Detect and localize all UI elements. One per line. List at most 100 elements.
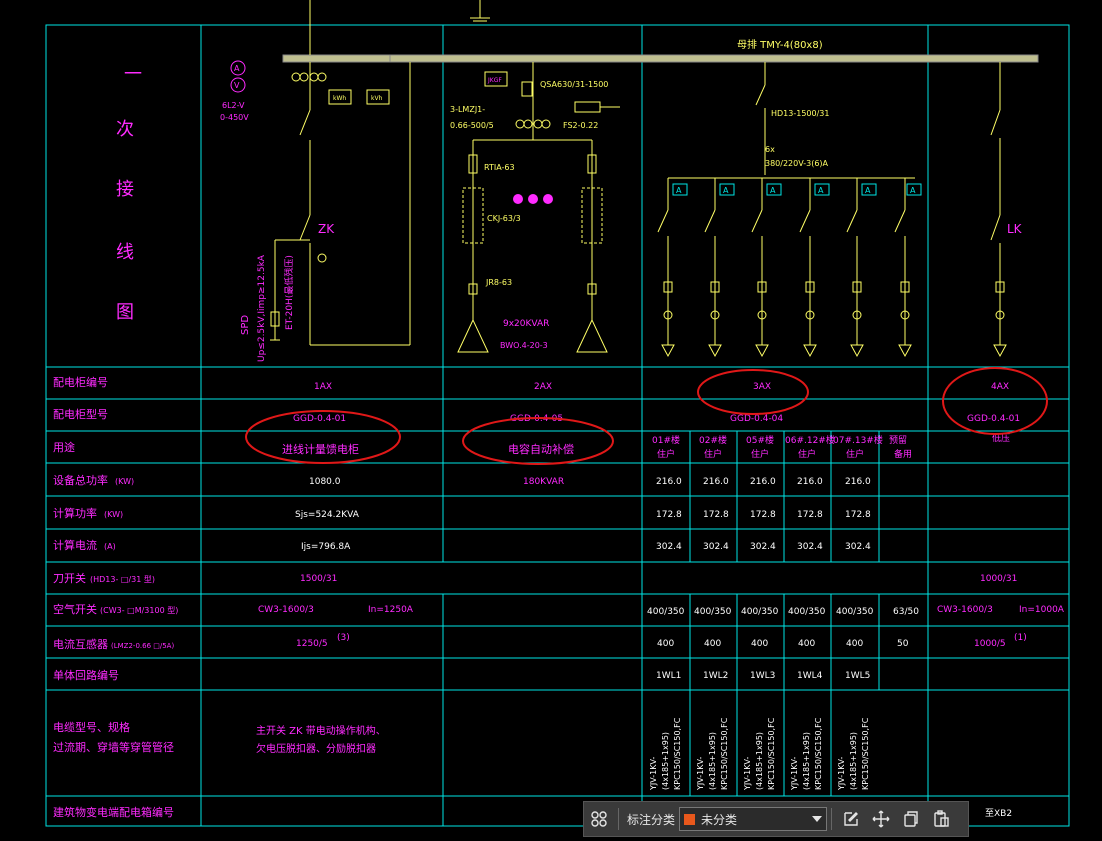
ammeter-icon: A xyxy=(910,186,916,195)
annotation-ellipse-2[interactable] xyxy=(462,417,614,465)
calc-power-sub-1: 172.8 xyxy=(656,510,682,520)
ammeter-icon: A xyxy=(865,186,871,195)
calc-power-1: Sjs=524.2KVA xyxy=(295,510,360,520)
annotation-ellipse-4[interactable] xyxy=(942,367,1048,435)
row-unit-air-switch: (CW3- □M/3100 型) xyxy=(100,606,178,615)
fs-label: FS2-0.22 xyxy=(563,121,598,130)
row-unit-knife-switch: (HD13- □/31 型) xyxy=(90,575,155,584)
air-switch-sub-4: 400/350 xyxy=(788,607,826,617)
circuit-no-sub-2: 1WL2 xyxy=(703,671,728,681)
ammeter-icon: A xyxy=(818,186,824,195)
wiring xyxy=(270,0,1007,358)
total-power-sub-5: 216.0 xyxy=(845,477,871,487)
category-color-swatch xyxy=(684,813,696,825)
row-label-cable-1: 电缆型号、规格 xyxy=(53,720,130,734)
spd-spec: Up≤2.5kV,Iimp≥12.5kA xyxy=(257,254,267,362)
total-power-sub-3: 216.0 xyxy=(750,477,776,487)
ammeter-icon: A xyxy=(234,64,240,73)
air-switch-1b: In=1250A xyxy=(368,605,414,615)
cable-spec-4-line1: YJV-1KV- xyxy=(790,757,799,791)
annotation-ellipse-3[interactable] xyxy=(697,369,809,415)
row-label-air-switch: 空气开关 xyxy=(53,602,97,616)
edit-icon[interactable] xyxy=(836,804,866,834)
usage-sub-5-line1: 07#.13#楼 xyxy=(833,434,883,446)
row-unit-calc-power: (KW) xyxy=(104,510,123,519)
feeder-cable-1: 6x xyxy=(765,145,775,154)
building-no-4: 至XB2 xyxy=(985,808,1012,819)
lk-label: LK xyxy=(1007,222,1023,236)
air-switch-sub-1: 400/350 xyxy=(647,607,685,617)
rt-label: RTIA-63 xyxy=(484,163,515,172)
usage-sub-1-line1: 01#楼 xyxy=(652,434,680,446)
cabinet-no-2: 2AX xyxy=(534,382,552,392)
ckj-label: CKJ-63/3 xyxy=(487,214,521,223)
total-power-2: 180KVAR xyxy=(523,477,564,487)
cable-spec-4-line2: (4x185+1x95) xyxy=(802,732,811,790)
calc-current-sub-2: 302.4 xyxy=(703,542,729,552)
total-power-1: 1080.0 xyxy=(309,477,341,487)
ct-sub-2: 400 xyxy=(704,639,721,649)
circuit-no-sub-3: 1WL3 xyxy=(750,671,775,681)
busbar-label: 母排 TMY-4(80x8) xyxy=(737,38,823,51)
cable-spec-4-line3: KPC150/SC150,FC xyxy=(814,717,823,790)
annotation-ellipse-1[interactable] xyxy=(245,410,401,464)
jr-label: JR8-63 xyxy=(485,278,512,287)
copy-icon[interactable] xyxy=(896,804,926,834)
annotation-markups[interactable] xyxy=(245,367,1048,465)
usage-1: 进线计量馈电柜 xyxy=(282,442,359,456)
category-label: 标注分类 xyxy=(627,812,676,827)
toolbar-separator xyxy=(831,808,833,830)
row-label-usage: 用途 xyxy=(53,440,75,454)
qs-label: QSA630/31-1500 xyxy=(540,80,608,89)
spd-model: ET-20H(最低残压) xyxy=(283,255,295,330)
row-label-circuit-no: 单体回路编号 xyxy=(53,668,119,682)
title-char-4: 线 xyxy=(116,242,134,263)
category-select[interactable]: 未分类 xyxy=(679,807,828,831)
row-label-total-power: 设备总功率 xyxy=(53,473,108,487)
cabinet-model-4: GGD-0.4-01 xyxy=(967,414,1020,424)
jkg-label: JKGF xyxy=(487,77,502,84)
calc-current-1: Ijs=796.8A xyxy=(301,542,351,552)
row-unit-total-power: (KW) xyxy=(115,477,134,486)
cable-spec-3-line3: KPC150/SC150,FC xyxy=(767,717,776,790)
meter-symbols xyxy=(230,60,246,93)
cable-spec-2-line1: YJV-1KV- xyxy=(696,757,705,791)
circuit-no-sub-4: 1WL4 xyxy=(797,671,823,681)
ct-1: 1250/5 xyxy=(296,639,328,649)
usage-sub-6-line2: 备用 xyxy=(894,448,912,460)
usage-sub-3-line1: 05#楼 xyxy=(746,434,774,446)
circuit-no-sub-1: 1WL1 xyxy=(656,671,681,681)
knife-switch-4: 1000/31 xyxy=(980,574,1017,584)
usage-sub-5-line2: 住户 xyxy=(846,448,864,460)
row-label-cabinet-no: 配电柜编号 xyxy=(53,375,108,389)
usage-sub-1-line2: 住户 xyxy=(657,448,675,460)
air-switch-sub-2: 400/350 xyxy=(694,607,732,617)
usage-4: 低压 xyxy=(992,432,1010,444)
air-switch-1a: CW3-1600/3 xyxy=(258,605,314,615)
calc-current-sub-4: 302.4 xyxy=(797,542,823,552)
cable-note-2: 欠电压脱扣器、分励脱扣器 xyxy=(256,742,376,755)
row-label-cabinet-model: 配电柜型号 xyxy=(53,407,108,421)
title-char-3: 接 xyxy=(116,179,134,200)
ct-4-note: (1) xyxy=(1014,633,1027,643)
row-label-ct: 电流互感器 xyxy=(53,637,108,651)
title-char-5: 图 xyxy=(116,302,134,323)
usage-sub-2-line2: 住户 xyxy=(704,448,722,460)
grid-view-icon[interactable] xyxy=(584,804,614,834)
table-grid xyxy=(45,24,1070,827)
total-power-sub-4: 216.0 xyxy=(797,477,823,487)
row-label-cable-2: 过流期、穿墙等穿管管径 xyxy=(53,740,174,754)
move-icon[interactable] xyxy=(866,804,896,834)
busbar-main xyxy=(389,54,1039,63)
row-label-calc-current: 计算电流 xyxy=(53,538,97,552)
feeder-cable-2: 380/220V-3(6)A xyxy=(765,159,829,168)
category-selected-value: 未分类 xyxy=(701,812,738,827)
paste-icon[interactable] xyxy=(926,804,956,834)
ct-label-2: 0.66-500/5 xyxy=(450,121,494,130)
cabinet-no-3: 3AX xyxy=(753,382,771,392)
calc-current-sub-5: 302.4 xyxy=(845,542,871,552)
hd-label: HD13-1500/31 xyxy=(771,109,829,118)
